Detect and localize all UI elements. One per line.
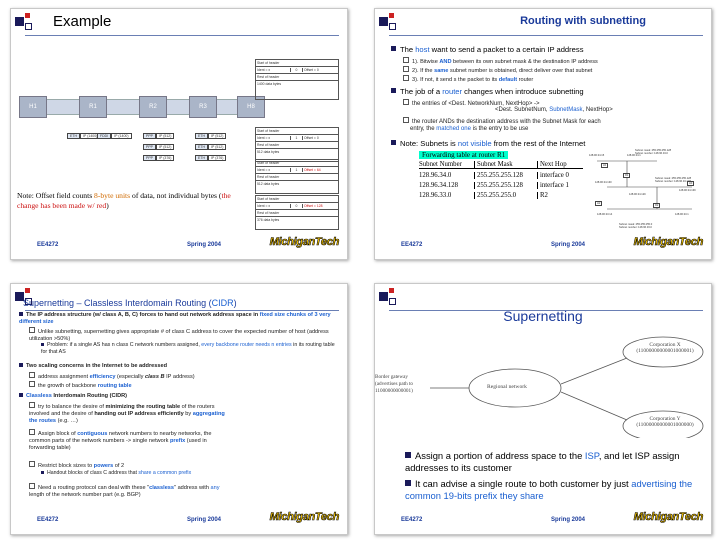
forwarding-table-caption: Forwarding table at router R1 (419, 151, 509, 159)
host-h1: H1 (19, 96, 47, 118)
footer-date: Spring 2004 (551, 242, 586, 248)
michigan-tech-logo: MichiganTech (633, 511, 703, 524)
sub-bullet-contiguous: Assign block of contiguous network numbe… (29, 429, 212, 451)
title-divider (25, 310, 339, 311)
corporation-y-label: Corporation Y(11000000000001000000) (636, 416, 694, 428)
slide-title: Supernetting – Classless Interdomain Rou… (23, 298, 237, 308)
sub-bullet-balance: try to balance the desire of minimizing … (29, 402, 225, 424)
bullet-icon (405, 452, 411, 458)
bullet-assign-isp: Assign a portion of address space to the… (405, 450, 680, 473)
router-r2: R2 (139, 96, 167, 118)
regional-network-label: Regional network (487, 384, 527, 390)
bullet-icon (405, 480, 411, 486)
bullet-host: The host want to send a packet to a cert… (391, 45, 707, 54)
slide-footer: EE4272 Spring 2004 MichiganTech (401, 236, 705, 253)
sub-bullet-routing-table: the growth of backbone routing table (29, 381, 339, 390)
slide-decoration-icon (15, 288, 43, 310)
sub-bullet-unlike: Unlike subnetting, supernetting gives ap… (29, 327, 329, 342)
slide-decoration-icon (379, 13, 407, 35)
slide-footer: EE4272 Spring 2004 MichiganTech (37, 511, 341, 528)
router-r1: R1 (79, 96, 107, 118)
bullet-icon (391, 46, 396, 51)
sub-sub-bullet-prefix: Handout blocks of class C address that s… (41, 470, 241, 477)
offset-note: Note: Offset field counts 8-byte units o… (17, 191, 231, 210)
sub-bullet-classless: Need a routing protocol can deal with th… (29, 483, 220, 498)
bullet-scaling: Two scaling concerns in the Internet to … (19, 363, 339, 370)
sub-bullet-powers: Restrict block sizes to powers of 2 (29, 461, 229, 470)
table-row: 128.96.34.0 255.255.255.128 interface 0 (419, 172, 569, 179)
sub-bullet-ands: the router ANDs the destination address … (403, 117, 707, 126)
forwarding-table: Subnet Number Subnet Mask Next Hop 128.9… (419, 161, 583, 199)
title-divider (389, 310, 703, 311)
sub-bullet-default: 3). If not, it send s the packet to its … (403, 75, 707, 84)
corporation-x-label: Corporation X(11000000000001000001) (636, 342, 694, 354)
slide-decoration-icon (379, 288, 407, 310)
slide-title: Example (53, 13, 112, 30)
slide-footer: EE4272 Spring 2004 MichiganTech (37, 236, 341, 253)
footer-date: Spring 2004 (551, 517, 586, 523)
supernet-diagram (430, 336, 704, 438)
bullet-cidr: Classless Interdomain Routing (CIDR) (19, 393, 339, 400)
host-h8: H8 (237, 96, 265, 118)
bullet-icon (391, 88, 396, 93)
slide-routing-subnetting[interactable]: Routing with subnetting The host want to… (374, 8, 712, 260)
network-diagram: H1 R1 R2 R3 H8 (17, 93, 267, 121)
table-header: Subnet Number Subnet Mask Next Hop (419, 161, 583, 169)
slide-supernetting[interactable]: Supernetting Corporation X(1100000000000… (374, 283, 712, 535)
sub-bullet-same: 2). If the same subnet number is obtaine… (403, 66, 707, 75)
subnet-diagram: Subnet mask: 255.255.255.128 Subnet numb… (587, 149, 707, 235)
title-divider (25, 35, 339, 36)
sub-bullet-entries-new: <Dest. SubnetNum, SubnetMask, NextHop> (495, 107, 613, 113)
sub-bullet-match: entry, the matched one is the entry to b… (410, 126, 529, 132)
michigan-tech-logo: MichiganTech (633, 236, 703, 249)
bullet-single-route: It can advise a single route to both cus… (405, 478, 693, 501)
slide-supernetting-cidr[interactable]: Supernetting – Classless Interdomain Rou… (10, 283, 348, 535)
slide-title: Routing with subnetting (520, 15, 646, 27)
sub-sub-bullet-problem: Problem: if a single AS has n class C ne… (41, 342, 335, 355)
slide-footer: EE4272 Spring 2004 MichiganTech (401, 511, 705, 528)
footer-course: EE4272 (37, 242, 59, 248)
router-r3: R3 (189, 96, 217, 118)
title-divider (389, 35, 703, 36)
footer-date: Spring 2004 (187, 242, 222, 248)
slide-decoration-icon (15, 13, 43, 35)
table-row: 128.96.33.0 255.255.255.0 R2 (419, 192, 548, 199)
bullet-not-visible: Note: Subnets is not visible from the re… (391, 139, 707, 148)
table-row: 128.96.34.128 255.255.255.128 interface … (419, 182, 569, 189)
michigan-tech-logo: MichiganTech (269, 511, 339, 524)
footer-course: EE4272 (401, 517, 423, 523)
footer-date: Spring 2004 (187, 517, 222, 523)
footer-course: EE4272 (401, 242, 423, 248)
michigan-tech-logo: MichiganTech (269, 236, 339, 249)
bullet-icon (391, 140, 396, 145)
sub-bullet-entries: the entries of <Dest. NetworkNum, NextHo… (403, 99, 707, 108)
sub-bullet-and: 1). Bitwise AND between its own subnet m… (403, 57, 707, 66)
slide-title: Supernetting (503, 308, 583, 324)
bullet-fixed-chunks: The IP address structure (w/ class A, B,… (19, 312, 331, 325)
sub-bullet-efficiency: address assignment efficiency (especiall… (29, 372, 339, 381)
footer-course: EE4272 (37, 517, 59, 523)
bullet-router: The job of a router changes when introdu… (391, 87, 707, 96)
